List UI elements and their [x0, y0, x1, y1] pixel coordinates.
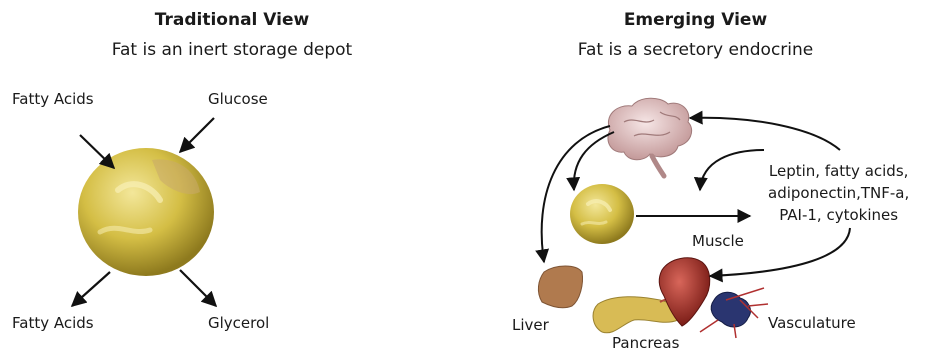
emerging-view-panel: Emerging View Fat is a secretory endocri…	[464, 0, 927, 356]
secretions-label: Leptin, fatty acids, adiponectin,TNF-a, …	[768, 160, 909, 226]
secretions-line-2: adiponectin,TNF-a,	[768, 182, 909, 204]
arrow-glycerol-out	[180, 270, 216, 306]
arrow-secretions-to-brain	[690, 118, 840, 150]
arrow-fatty-acids-in-top	[80, 135, 114, 168]
arrow-fatty-acids-out-bottom	[72, 272, 110, 306]
label-glycerol: Glycerol	[208, 314, 269, 332]
label-muscle: Muscle	[692, 232, 744, 250]
label-fatty-acids-bottom: Fatty Acids	[12, 314, 94, 332]
vasculature-icon	[700, 288, 768, 338]
label-glucose: Glucose	[208, 90, 268, 108]
label-liver: Liver	[512, 316, 549, 334]
label-pancreas: Pancreas	[612, 334, 679, 352]
arrow-glucose-in	[180, 118, 214, 152]
fat-cell-icon	[78, 148, 214, 276]
arrow-secretions-loop	[700, 150, 764, 190]
brain-icon	[608, 98, 692, 176]
liver-icon	[538, 266, 582, 308]
secretions-line-3: PAI-1, cytokines	[768, 204, 909, 226]
label-fatty-acids-top: Fatty Acids	[12, 90, 94, 108]
secretions-line-1: Leptin, fatty acids,	[768, 160, 909, 182]
traditional-diagram	[0, 0, 464, 356]
label-vasculature: Vasculature	[768, 314, 856, 332]
traditional-view-panel: Traditional View Fat is an inert storage…	[0, 0, 464, 356]
fat-cell-icon	[570, 184, 634, 244]
